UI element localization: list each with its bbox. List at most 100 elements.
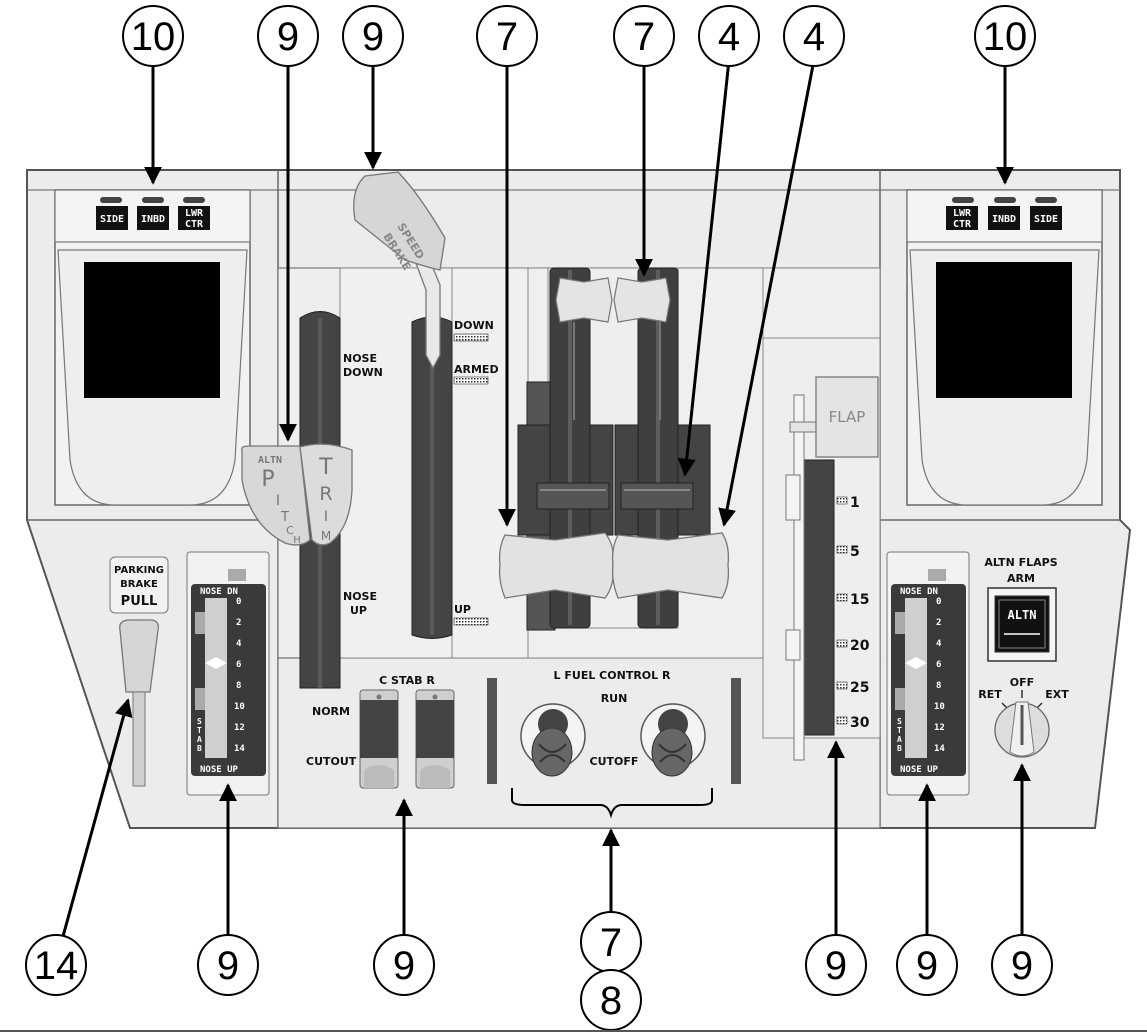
callout-4-a: 4 [718,15,740,59]
callout-14: 14 [34,944,79,988]
callout-9-bottom-c: 9 [825,944,847,988]
left-display-screen [84,262,220,398]
flap-detent-1: 1 [850,495,860,511]
callout-7-top-b: 7 [633,15,655,59]
speedbrake-down-label: DOWN [454,319,494,332]
callout-9-top-a: 9 [277,15,299,59]
pitch-letter-i: I [276,493,280,509]
inbd-label: INBD [141,214,165,225]
gauge-tick-8: 8 [236,681,241,691]
speedbrake-armed-label: ARMED [454,363,499,376]
altn-ret-label: RET [978,688,1002,701]
gauge-letter-b-right: B [897,744,902,753]
nose-down-label-2: DOWN [343,366,383,379]
thrust-lever-right[interactable] [613,533,729,598]
gauge-tick-12-right: 12 [934,723,945,733]
callout-9-top-b: 9 [362,15,384,59]
flap-handle-label: FLAP [829,408,866,426]
ctr-label: CTR [185,219,204,230]
lwr-label: LWR [185,208,204,219]
gauge-letter-t-right: T [897,726,902,735]
left-display-unit: SIDE INBD LWR CTR [55,190,250,505]
altn-flaps-arm-label: ARM [1007,572,1035,585]
fuel-control-title: L FUEL CONTROL R [554,669,671,682]
callout-9-bottom-e: 9 [1011,944,1033,988]
trim-letter-t: T [318,455,333,480]
pitch-letter-p: P [261,467,274,492]
gauge-tick-14: 14 [234,744,245,754]
parking-label: PARKING [114,565,164,576]
gauge-letter-a: A [197,735,202,744]
gauge-tick-14-right: 14 [934,744,945,754]
gauge-letter-a-right: A [897,735,902,744]
pull-label: PULL [121,594,158,609]
gauge-nose-up-label: NOSE UP [200,765,239,775]
inbd-label-right: INBD [992,214,1016,225]
callouts-top: 10 9 9 7 7 4 4 10 [123,6,1035,66]
gauge-letter-t: T [197,726,202,735]
cutout-label: CUTOUT [306,755,357,768]
callout-9-bottom-b: 9 [393,944,415,988]
callout-7-top-a: 7 [496,15,518,59]
pitch-letter-t: T [280,510,289,525]
norm-label: NORM [312,705,350,718]
trim-letter-r: R [319,483,332,505]
altn-ext-label: EXT [1045,688,1069,701]
gauge-letter-s-right: S [897,717,902,726]
callout-10-right: 10 [983,15,1028,59]
nose-down-label-1: NOSE [343,352,377,365]
callout-8: 8 [600,979,622,1023]
gauge-tick-8-right: 8 [936,681,941,691]
callout-9-bottom-d: 9 [916,944,938,988]
stab-trim-indicator-left: NOSE DN NOSE UP 0 2 4 6 8 10 12 14 S T A… [187,552,269,795]
pitch-letter-h: H [293,535,301,546]
trim-letter-m: M [321,529,331,543]
nose-up-label-1: NOSE [343,590,377,603]
fuel-run-label: RUN [601,692,628,705]
gauge-tick-6: 6 [236,660,241,670]
flap-detent-15: 15 [850,592,869,608]
trim-letter-i: I [324,509,328,525]
flap-detent-20: 20 [850,638,870,654]
lwr-label-right: LWR [953,208,972,219]
callout-9-bottom-a: 9 [217,944,239,988]
callout-10-left: 10 [131,15,176,59]
callouts-bottom: 14 9 9 7 8 9 9 9 [26,912,1052,1030]
flap-detent-30: 30 [850,715,870,731]
gauge-nose-dn-label: NOSE DN [200,587,238,597]
right-display-screen [936,262,1072,398]
altn-flaps-arm-switch[interactable] [995,596,1049,652]
gauge-tick-4-right: 4 [936,639,942,649]
side-label-right: SIDE [1034,214,1058,225]
thrust-lever-left[interactable] [500,533,614,598]
altn-flaps-title: ALTN FLAPS [984,556,1057,569]
gauge-nose-up-label-right: NOSE UP [900,765,939,775]
gauge-tick-2: 2 [236,618,241,628]
altn-label: ALTN [258,455,282,466]
gauge-nose-dn-label-right: NOSE DN [900,587,938,597]
thrust-lever-quadrant [500,268,763,658]
gauge-letter-b: B [197,744,202,753]
gauge-tick-2-right: 2 [936,618,941,628]
reverse-thrust-lever-right[interactable] [614,278,670,322]
brake-label-park: BRAKE [120,579,158,590]
flap-detent-25: 25 [850,680,869,696]
altn-off-label: OFF [1010,676,1034,689]
speedbrake-up-label: UP [454,603,471,616]
gauge-tick-4: 4 [236,639,242,649]
side-label: SIDE [100,214,124,225]
gauge-tick-10: 10 [234,702,245,712]
callout-4-b: 4 [803,15,825,59]
reverse-thrust-lever-left[interactable] [556,278,612,322]
gauge-tick-0-right: 0 [936,597,941,607]
stab-trim-indicator-right: NOSE DN NOSE UP 0 2 4 6 8 10 12 14 S T A… [887,552,969,795]
flap-detent-5: 5 [850,544,860,560]
callout-7-bottom: 7 [600,921,622,965]
right-display-unit: LWR CTR INBD SIDE [907,190,1102,505]
nose-up-label-2: UP [350,604,367,617]
gauge-tick-10-right: 10 [934,702,945,712]
gauge-tick-6-right: 6 [936,660,941,670]
gauge-letter-s: S [197,717,202,726]
